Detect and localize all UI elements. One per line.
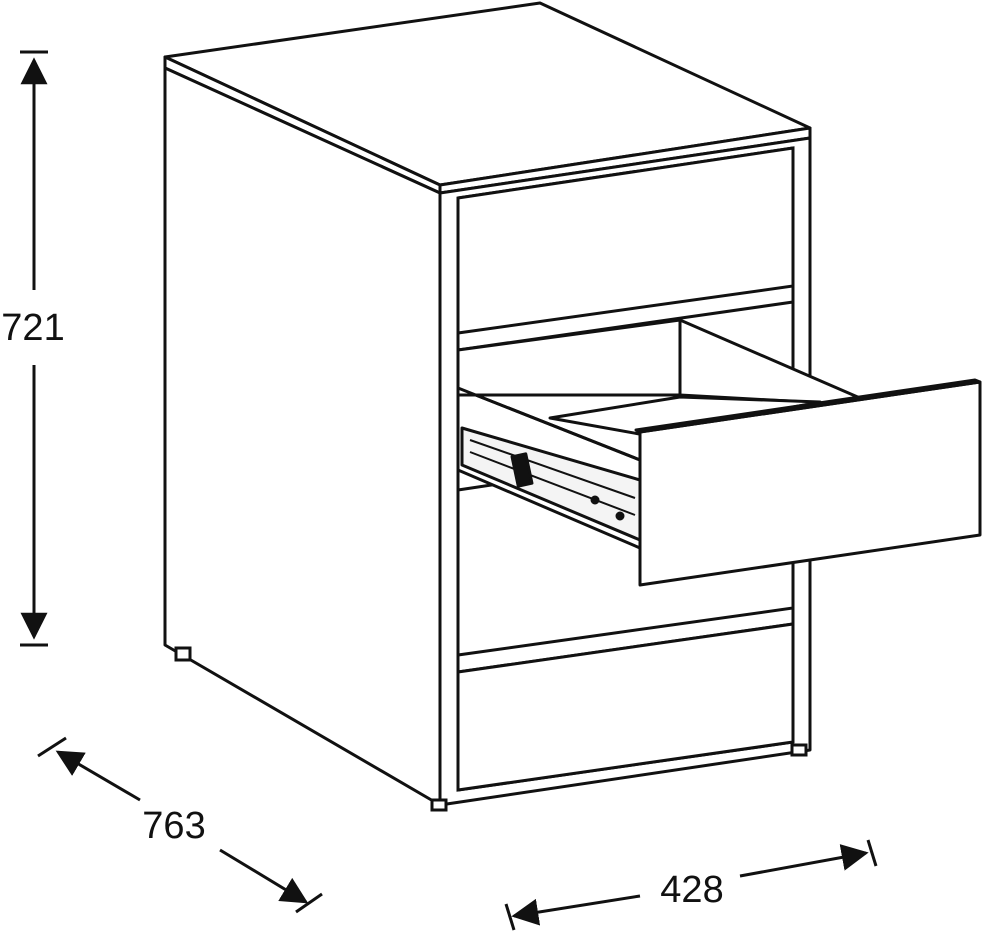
foot-front <box>430 798 448 812</box>
depth-dimension <box>37 736 323 914</box>
open-drawer-front-top <box>634 378 982 434</box>
cabinet-side-panel <box>163 66 442 807</box>
width-label: 428 <box>660 869 723 911</box>
foot-left <box>174 646 192 662</box>
depth-label: 763 <box>142 805 205 847</box>
open-drawer <box>456 318 982 587</box>
height-label: 721 <box>1 307 64 349</box>
top-drawer-front <box>456 146 795 335</box>
width-dimension <box>504 839 878 931</box>
height-dimension <box>20 50 48 647</box>
cabinet-feet <box>174 646 808 812</box>
foot-right <box>790 743 808 757</box>
bottom-drawer-front <box>456 622 795 792</box>
